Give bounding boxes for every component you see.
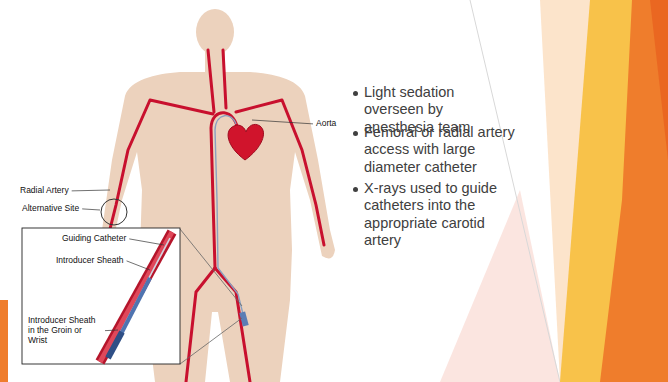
bullet-dot [353,131,358,136]
leader-line [72,190,110,192]
part-label: Radial Artery [20,186,69,196]
guiding-catheter [215,116,244,318]
part-label: Introducer Sheath in the Groin or Wrist [28,316,102,345]
part-label: Guiding Catheter [62,234,126,244]
bullet-text: Femoral or radial artery access with lar… [364,124,516,176]
leader-line [127,261,150,270]
bullet-text: X-rays used to guide catheters into the … [364,180,516,250]
inset-sheath-hub [108,332,122,358]
decor-band [650,0,668,160]
decor-band [560,0,668,382]
part-label: Introducer Sheath [56,256,124,266]
inset-pointer [180,229,242,306]
heart [228,124,263,160]
leader-line [252,120,313,124]
inset-frame [22,228,180,364]
inset-pointer [180,318,242,364]
leader-line [105,330,118,332]
part-label: Alternative Site [22,204,79,214]
alternative-site-circle [101,199,127,225]
decor-band [600,0,668,382]
part-label: Aorta [316,119,336,129]
inset-artery [100,232,172,362]
bullet-dot [353,91,358,96]
inset-sheath [120,278,150,336]
decor-bar [0,300,8,382]
leader-line [82,209,100,210]
inset-artery [100,232,172,362]
bullet-dot [353,187,358,192]
leader-line [129,239,164,245]
